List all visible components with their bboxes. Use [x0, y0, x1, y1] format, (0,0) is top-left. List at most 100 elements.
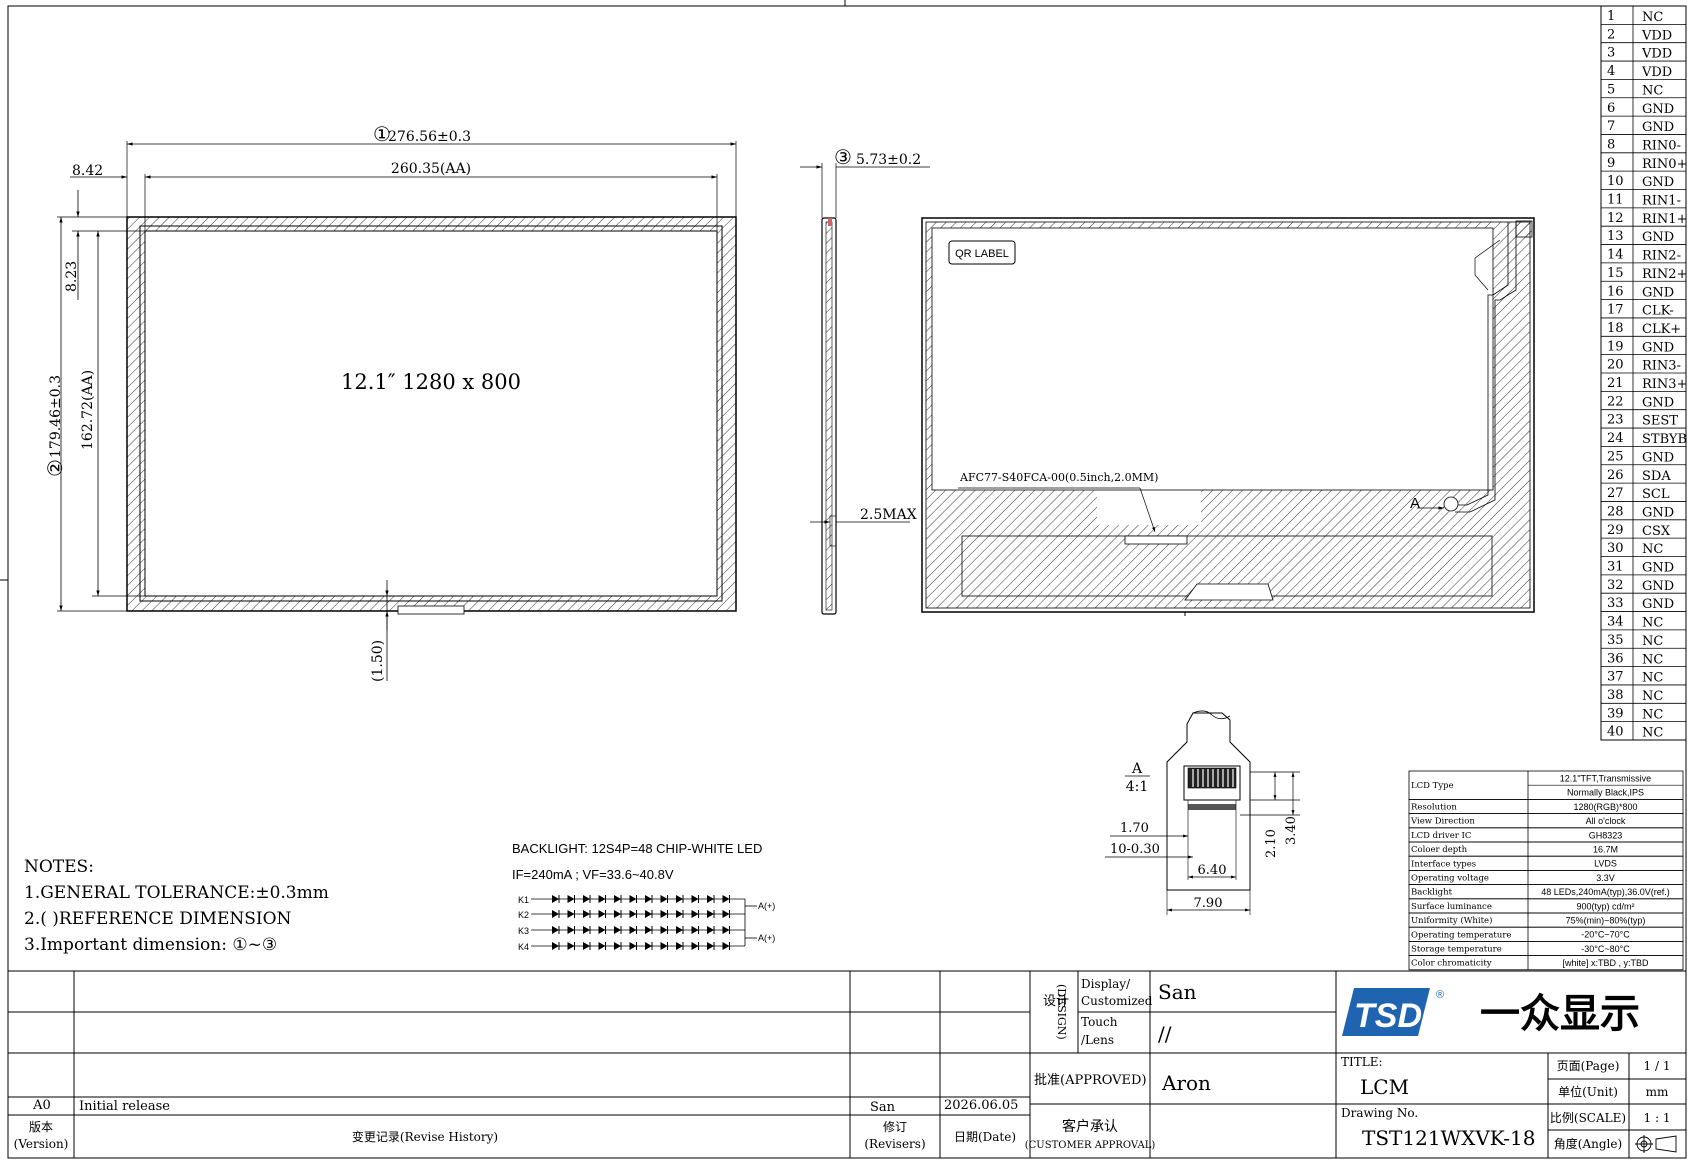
touch-value: //	[1158, 1022, 1172, 1046]
led-diode-icon	[552, 942, 560, 950]
led-diode-icon	[583, 910, 591, 918]
cathode-label: K2	[518, 910, 529, 920]
led-diode-icon	[567, 926, 575, 934]
pin-name: SCL	[1642, 487, 1670, 502]
led-diode-icon	[707, 895, 715, 903]
dim-pitch: 1.70	[1120, 821, 1149, 836]
qr-label: QR LABEL	[955, 248, 1009, 260]
marker-3: ③	[834, 145, 852, 169]
led-diode-icon	[598, 895, 606, 903]
led-diode-icon	[660, 910, 668, 918]
led-diode-icon	[552, 910, 560, 918]
led-diode-icon	[629, 926, 637, 934]
pin-number: 2	[1607, 27, 1615, 42]
anode-label-2: A(+)	[758, 933, 775, 943]
spec-label: Color chromaticity	[1411, 959, 1492, 969]
pin-name: GND	[1642, 450, 1674, 465]
pin-name: GND	[1642, 561, 1674, 576]
customer-en: (CUSTOMER APPROVAL)	[1025, 1140, 1156, 1151]
pin-number: 29	[1607, 523, 1624, 538]
title-label: TITLE:	[1341, 1055, 1383, 1069]
pin-number: 15	[1607, 266, 1624, 281]
dim-top-offset: 8.23	[64, 261, 80, 292]
approval-block: 设计 (DESIGN) Display/ Customized San Touc…	[1025, 977, 1211, 1151]
pin-name: VDD	[1641, 65, 1672, 80]
pin-number: 22	[1607, 394, 1624, 409]
pin-number: 34	[1607, 615, 1624, 630]
pin-name: NC	[1642, 83, 1663, 98]
dim-outer-width: 7.90	[1194, 896, 1223, 911]
spec-value: Normally Black,IPS	[1567, 788, 1644, 798]
spec-label: LCD Type	[1411, 781, 1454, 791]
scale-label: 比例(SCALE)	[1550, 1111, 1626, 1125]
pin-number: 13	[1607, 229, 1624, 244]
pin-name: NC	[1642, 689, 1663, 704]
pin-name: RIN0+	[1642, 157, 1687, 172]
led-diode-icon	[707, 942, 715, 950]
spec-value: [white] x:TBD , y:TBD	[1562, 958, 1649, 968]
spec-label: View Direction	[1410, 817, 1475, 827]
pin-name: GND	[1642, 579, 1674, 594]
detail-scale: 4:1	[1126, 779, 1149, 795]
spec-label: Operating voltage	[1411, 874, 1489, 884]
touch-label: Touch	[1081, 1015, 1118, 1029]
pin-number: 31	[1607, 560, 1624, 575]
backlight: BACKLIGHT: 12S4P=48 CHIP-WHITE LED IF=24…	[512, 841, 775, 952]
spec-row: Operating temperature-20°C~70°C	[1411, 930, 1630, 941]
title-block	[8, 970, 1686, 1158]
pin-name: NC	[1642, 671, 1663, 686]
note-1: 1.GENERAL TOLERANCE:±0.3mm	[24, 883, 329, 903]
logo-text: TSD	[1354, 997, 1422, 1035]
spec-label: Uniformity (White)	[1411, 915, 1492, 926]
customer-cn: 客户承认	[1062, 1118, 1118, 1135]
pin-name: GND	[1642, 230, 1674, 245]
dim-thickness: 5.73±0.2	[856, 152, 921, 168]
led-diode-icon	[660, 926, 668, 934]
pin-number: 33	[1607, 596, 1624, 611]
led-diode-icon	[691, 895, 699, 903]
dim-aa-height: 162.72(AA)	[80, 370, 96, 450]
pin-number: 10	[1607, 174, 1624, 189]
pin-number: 3	[1607, 46, 1615, 61]
lens-label: /Lens	[1081, 1033, 1114, 1047]
unit-value: mm	[1646, 1085, 1669, 1099]
pin-number: 30	[1607, 541, 1624, 556]
led-diode-icon	[722, 942, 730, 950]
approved-label: 批准(APPROVED)	[1034, 1073, 1147, 1088]
pin-number: 7	[1607, 119, 1615, 134]
revision-description: Initial release	[79, 1099, 170, 1114]
pin-number: 12	[1607, 211, 1624, 226]
pin-number: 6	[1607, 101, 1615, 116]
led-diode-icon	[676, 910, 684, 918]
spec-label: Surface luminance	[1411, 902, 1492, 912]
led-diode-icon	[552, 926, 560, 934]
spec-label: Coloer depth	[1411, 845, 1468, 855]
pin-name: NC	[1642, 634, 1663, 649]
spec-label: Operating temperature	[1411, 930, 1511, 940]
pin-name: RIN0-	[1642, 138, 1681, 153]
pin-number: 11	[1607, 193, 1624, 208]
cathode-label: K1	[518, 895, 529, 905]
spec-value: LVDS	[1594, 859, 1617, 869]
led-diode-icon	[676, 926, 684, 934]
svg-text:®: ®	[1436, 989, 1444, 1001]
pin-name: NC	[1642, 616, 1663, 631]
pin-number: 5	[1607, 82, 1615, 97]
cathode-label: K3	[518, 926, 529, 936]
led-string: K1	[518, 895, 745, 905]
